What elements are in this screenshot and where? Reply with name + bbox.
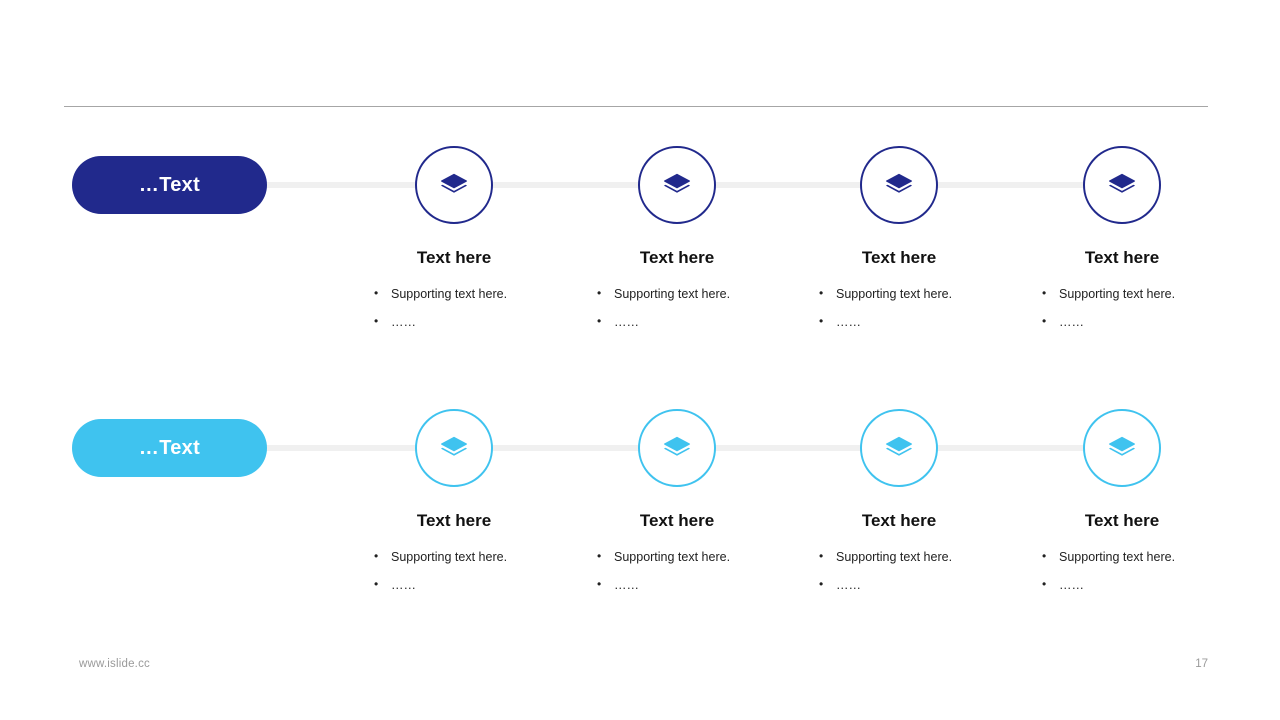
footer-website[interactable]: www.islide.cc [79,658,150,670]
node-icon-circle[interactable] [1083,146,1161,224]
node-bullet-list: Supporting text here. …… [595,550,795,606]
list-item: …… [372,315,572,329]
list-item: …… [372,578,572,592]
row-label-pill-navy[interactable]: …Text [72,156,267,214]
node-title: Text here [639,248,715,267]
node-title: Text here [861,248,937,267]
list-item: …… [595,578,795,592]
node-title: Text here [1084,248,1160,267]
node-bullet-list: Supporting text here. …… [372,550,572,606]
node-icon-circle[interactable] [415,409,493,487]
list-item: Supporting text here. [817,550,1017,564]
list-item: Supporting text here. [817,287,1017,301]
layers-icon [1107,433,1137,463]
list-item: Supporting text here. [1040,287,1240,301]
timeline-row-navy: …Text Text here Supporting text here. …… [0,130,1280,390]
node-title: Text here [639,511,715,530]
node-icon-circle[interactable] [860,409,938,487]
list-item: Supporting text here. [1040,550,1240,564]
list-item: …… [817,315,1017,329]
timeline-row-cyan: …Text Text here Supporting text here. …… [0,393,1280,653]
row-label-text: …Text [138,437,201,459]
footer-page-number: 17 [1195,658,1208,670]
list-item: …… [1040,315,1240,329]
layers-icon [884,170,914,200]
node-icon-circle[interactable] [638,146,716,224]
list-item: …… [1040,578,1240,592]
node-bullet-list: Supporting text here. …… [595,287,795,343]
layers-icon [884,433,914,463]
header-divider [64,106,1208,107]
layers-icon [662,170,692,200]
row-label-pill-cyan[interactable]: …Text [72,419,267,477]
list-item: Supporting text here. [595,287,795,301]
list-item: Supporting text here. [595,550,795,564]
node-title: Text here [416,511,492,530]
node-bullet-list: Supporting text here. …… [817,287,1017,343]
node-bullet-list: Supporting text here. …… [1040,287,1240,343]
list-item: Supporting text here. [372,287,572,301]
layers-icon [1107,170,1137,200]
node-title: Text here [416,248,492,267]
layers-icon [439,170,469,200]
node-icon-circle[interactable] [1083,409,1161,487]
node-bullet-list: Supporting text here. …… [372,287,572,343]
node-bullet-list: Supporting text here. …… [817,550,1017,606]
node-title: Text here [1084,511,1160,530]
node-icon-circle[interactable] [860,146,938,224]
node-bullet-list: Supporting text here. …… [1040,550,1240,606]
node-icon-circle[interactable] [415,146,493,224]
list-item: …… [817,578,1017,592]
list-item: …… [595,315,795,329]
row-label-text: …Text [138,174,201,196]
layers-icon [439,433,469,463]
list-item: Supporting text here. [372,550,572,564]
node-title: Text here [861,511,937,530]
layers-icon [662,433,692,463]
node-icon-circle[interactable] [638,409,716,487]
